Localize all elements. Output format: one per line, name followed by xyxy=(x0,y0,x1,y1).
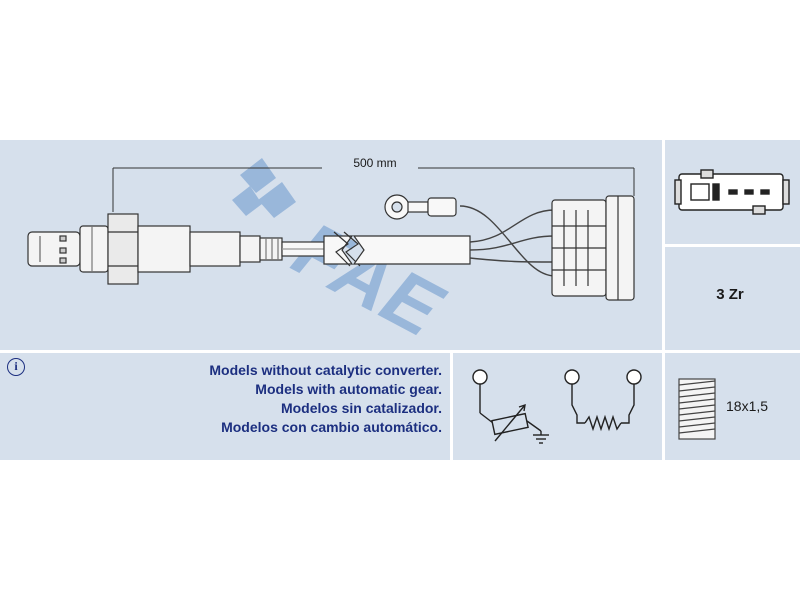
four-pin-connector-icon xyxy=(674,169,790,215)
info-icon: i xyxy=(7,358,25,376)
thread-icon xyxy=(678,378,716,440)
variable-resistor-ground-icon xyxy=(472,369,549,444)
description-panel xyxy=(0,353,450,460)
connector-wires xyxy=(459,205,556,277)
thread-size-label: 18x1,5 xyxy=(726,398,769,414)
wiring-schematic xyxy=(472,369,642,444)
wires-panel xyxy=(665,247,800,350)
description-line: Models with automatic gear. xyxy=(255,381,442,397)
cable-length-label: 500 mm xyxy=(353,156,397,170)
fae-logo-text: FAE xyxy=(280,204,457,350)
cable-connector-side xyxy=(352,235,471,265)
heater-resistor-icon xyxy=(564,369,642,432)
cable-break-mark xyxy=(333,231,361,267)
sensor-tip xyxy=(27,213,283,285)
wires-count-label: 3 Zr xyxy=(716,286,744,303)
description-line: Models without catalytic converter. xyxy=(209,362,442,378)
connector-plug xyxy=(551,195,635,301)
ring-terminal xyxy=(384,194,457,220)
description-line: Modelos con cambio automático. xyxy=(221,419,442,435)
sensor-illustration: FAE xyxy=(27,158,635,350)
schematic-panel xyxy=(453,353,662,460)
description-line: Modelos sin catalizador. xyxy=(280,400,442,416)
dimension-line xyxy=(112,167,635,212)
compatibility-description: Models without catalytic converter. Mode… xyxy=(30,361,442,437)
